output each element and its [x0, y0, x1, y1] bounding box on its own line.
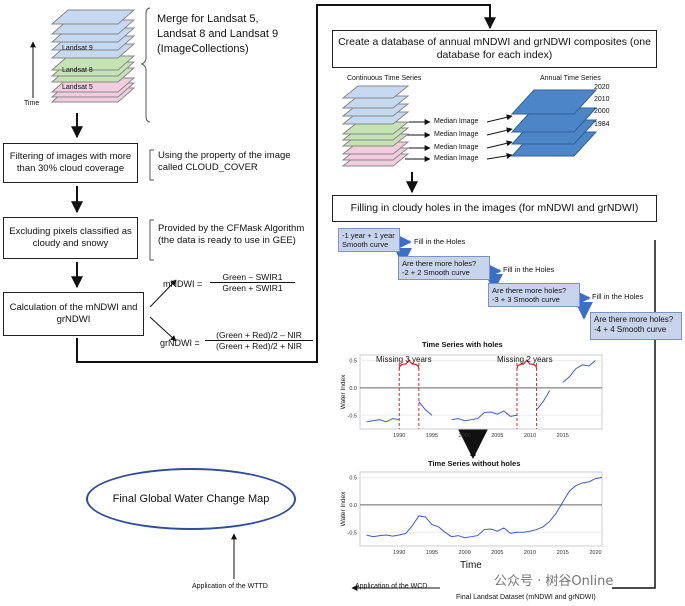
x-tick-label: 1990 [393, 550, 405, 556]
series-segment [562, 360, 596, 383]
median-image-label: Median Image [434, 118, 479, 125]
y-tick-label: 0.5 [349, 358, 357, 364]
median-image-label: Median Image [434, 131, 479, 138]
x-tick-label: 2005 [491, 433, 503, 439]
x-tick-label: 2005 [491, 550, 503, 556]
x-tick-label: 2015 [557, 550, 569, 556]
mndwi-numerator: Green – SWIR1 [210, 272, 295, 283]
plot-area [359, 471, 603, 547]
wttd-label: Application of the WTTD [192, 583, 268, 590]
x-tick-label: 2000 [459, 433, 471, 439]
filter-box: Filtering of images with more than 30% c… [3, 143, 138, 183]
x-tick-label: 2015 [557, 433, 569, 439]
final-map-ellipse: Final Global Water Change Map [86, 468, 296, 530]
missing-2-label: Missing 2 years [497, 355, 553, 364]
continuous-stack [341, 85, 410, 167]
y-tick-label: -0.5 [348, 413, 357, 419]
watermark: 公众号 · 树谷Online [494, 574, 614, 589]
step-line1: Are there more holes? [594, 315, 674, 324]
series-segment [536, 390, 551, 411]
landsat9-label: Landsat 9 [62, 45, 93, 52]
x-tick-label: 1995 [426, 433, 438, 439]
median-image-label: Median Image [434, 155, 479, 162]
exclude-note: Provided by the CFMask Algorithm (the da… [158, 223, 305, 246]
grndwi-numerator: (Green + Red)/2 – NIR [205, 330, 313, 341]
missing-brace [398, 359, 420, 370]
x-tick-label: 1990 [393, 433, 405, 439]
y-axis-label: Water Index [340, 374, 347, 410]
landsat5-label: Landsat 5 [62, 84, 93, 91]
step-3: Are there more holes? -3 + 3 Smooth curv… [488, 283, 580, 307]
x-tick-label: 2010 [524, 550, 536, 556]
step-line2: -2 + 2 Smooth curve [402, 268, 470, 277]
y-tick-label: 0.0 [349, 503, 357, 509]
landsat8-label: Landsat 8 [62, 67, 93, 74]
grndwi-label: grNDWI = [160, 338, 200, 348]
step-line2: Smooth curve [342, 240, 389, 249]
year-label: 1984 [594, 121, 610, 128]
plot-area [359, 354, 603, 430]
final-dataset-label: Final Landsat Dataset (mNDWI and grNDWI) [456, 594, 596, 601]
calc-box: Calculation of the mNDWI and grNDWI [3, 292, 144, 336]
x-tick-label: 2020 [589, 550, 601, 556]
step-1: -1 year + 1 year Smooth curve [338, 228, 400, 252]
exclude-box: Excluding pixels classified as cloudy an… [3, 217, 138, 259]
y-axis-label: Water Index [340, 491, 347, 527]
y-tick-label: 0.0 [349, 386, 357, 392]
database-box: Create a database of annual mNDWI and gr… [332, 30, 657, 68]
merge-text: Merge for Landsat 5, Landsat 8 and Lands… [157, 13, 279, 55]
year-label: 2020 [594, 84, 610, 91]
mndwi-label: mNDWI = [163, 279, 203, 289]
connector-calc-to-db [76, 4, 496, 363]
fill-holes-label: Fill in the Holes [414, 237, 466, 246]
x-tick-label: 2000 [459, 550, 471, 556]
median-image-label: Median Image [434, 144, 479, 151]
step-line2: -3 + 3 Smooth curve [492, 295, 560, 304]
annual-stack [510, 89, 598, 157]
step-2: Are there more holes? -2 + 2 Smooth curv… [398, 256, 490, 280]
y-tick-label: 0.5 [349, 475, 357, 481]
fill-holes-label: Fill in the Holes [503, 265, 555, 274]
missing-3-label: Missing 3 years [376, 355, 432, 364]
series-segment [451, 410, 518, 422]
year-label: 2000 [594, 108, 610, 115]
grndwi-denominator: (Green + Red)/2 + NIR [216, 341, 302, 351]
chart1-title: Time Series with holes [422, 340, 503, 349]
step-4: Are there more holes? -4 + 4 Smooth curv… [590, 312, 682, 340]
mndwi-denominator: Green + SWIR1 [222, 283, 283, 293]
step-line1: Are there more holes? [402, 259, 477, 268]
annual-label: Annual Time Series [540, 75, 601, 82]
step-line2: -4 + 4 Smooth curve [594, 324, 667, 334]
y-tick-label: -0.5 [348, 530, 357, 536]
chart2-title: Time Series without holes [428, 459, 521, 468]
mndwi-fraction: Green – SWIR1 Green + SWIR1 [210, 272, 295, 293]
series-segment [366, 418, 400, 423]
year-label: 2010 [594, 96, 610, 103]
time-label: Time [24, 100, 40, 107]
chart-with-holes: 0.5 0.0 -0.5 1990 1995 2000 2005 2010 2015 Water … [340, 354, 603, 439]
wcd-label: Application of the WCD [355, 583, 428, 590]
landsat-stack [50, 9, 136, 103]
series-segment [418, 401, 433, 416]
fill-holes-label: Fill in the Holes [592, 292, 644, 301]
chart-without-holes: 0.5 0.0 -0.5 1990 1995 2000 2005 2010 2015 2020 Wa… [340, 471, 603, 556]
step-line1: Are there more holes? [492, 286, 567, 295]
filter-note: Using the property of the image called C… [158, 150, 291, 173]
chart2-xlabel: Time [460, 560, 482, 571]
x-tick-label: 2010 [524, 433, 536, 439]
continuous-label: Continuous Time Series [347, 75, 422, 82]
grndwi-fraction: (Green + Red)/2 – NIR (Green + Red)/2 + … [205, 330, 313, 351]
missing-brace [516, 359, 538, 370]
holes-box: Filling in cloudy holes in the images (f… [332, 195, 657, 222]
series-line [366, 476, 603, 539]
x-tick-label: 1995 [426, 550, 438, 556]
step-line1: -1 year + 1 year [342, 231, 395, 240]
